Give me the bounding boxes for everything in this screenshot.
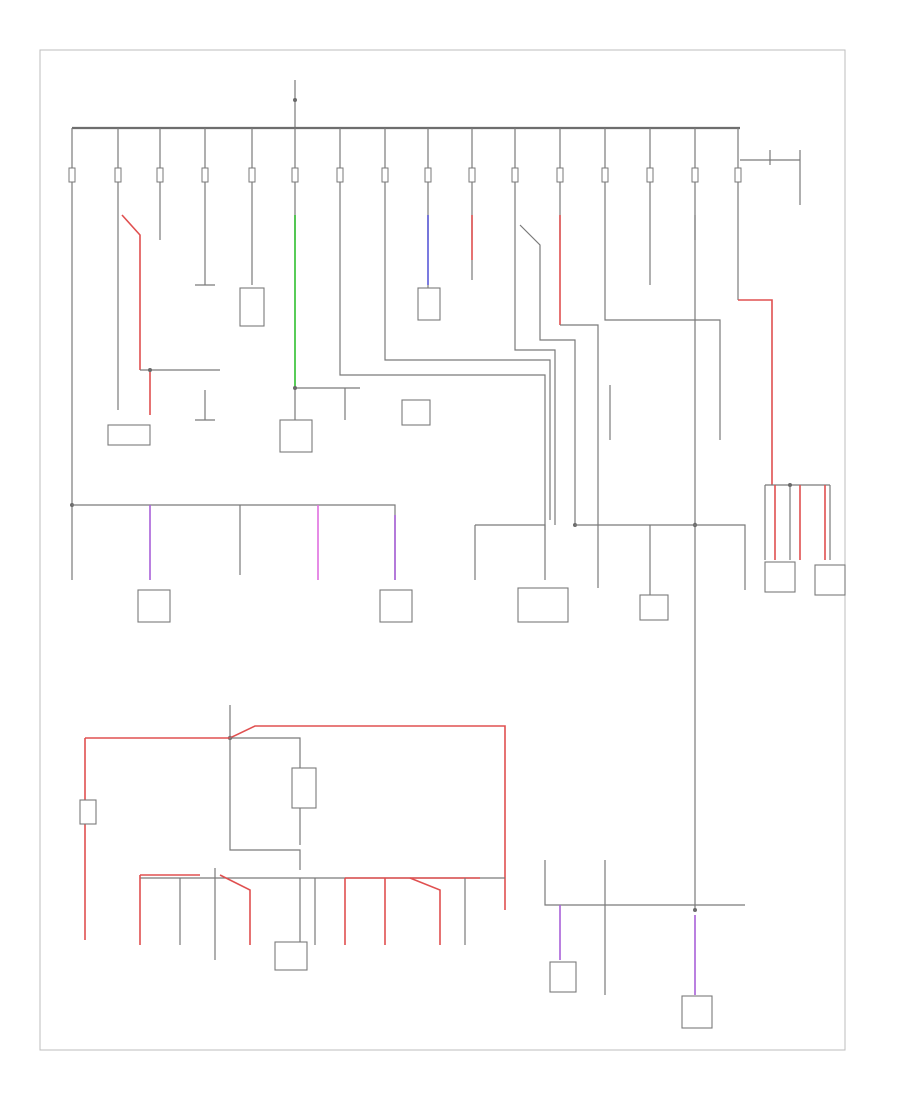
fuse-drops <box>71 128 801 240</box>
middle-components <box>72 287 846 623</box>
fuse-symbols <box>68 167 742 183</box>
power-feed <box>293 80 297 128</box>
diagram-frame <box>39 49 846 1051</box>
lower-section <box>79 705 745 1029</box>
junctions <box>70 368 792 912</box>
upper-wiring <box>71 214 831 910</box>
